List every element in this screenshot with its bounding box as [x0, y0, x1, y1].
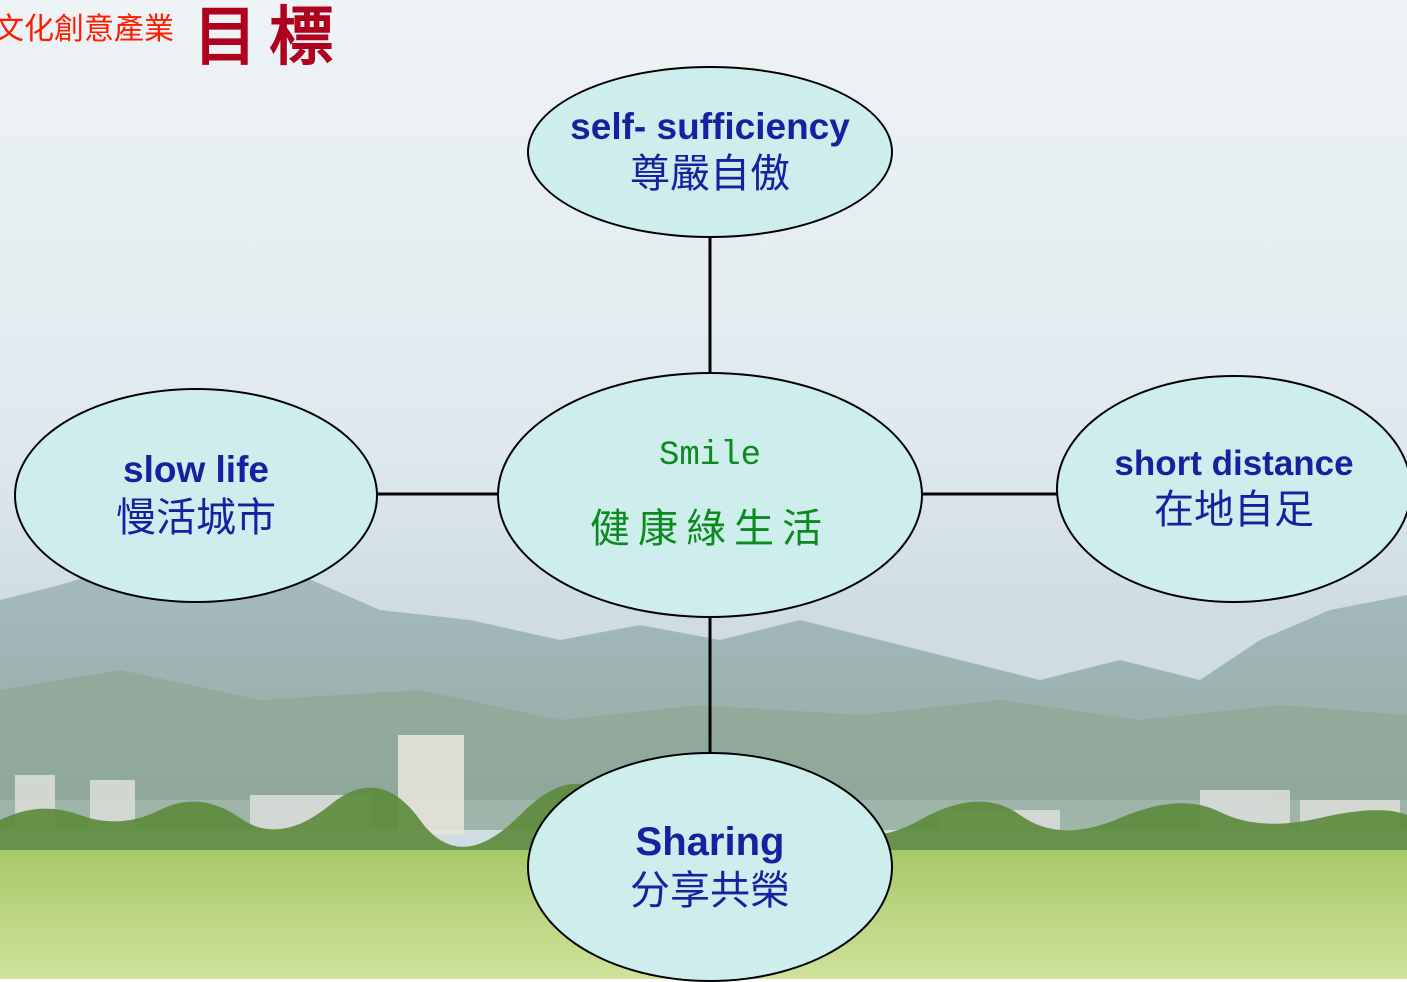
tree-line — [0, 783, 1407, 860]
node-top-label-en: self- sufficiency — [570, 105, 850, 147]
node-top: self- sufficiency 尊嚴自傲 — [527, 66, 893, 238]
mountain-foothills — [0, 670, 1407, 830]
title-prefix: 文化創意產業 — [0, 12, 174, 47]
node-bottom: Sharing 分享共榮 — [527, 752, 893, 982]
node-right-label-en: short distance — [1114, 444, 1354, 483]
node-bottom-label-zh: 分享共榮 — [630, 868, 790, 914]
node-center-label-en: Smile — [658, 436, 762, 475]
node-left-label-en: slow life — [123, 449, 269, 491]
node-center: Smile 健康綠生活 — [497, 372, 923, 618]
page-title: 文化創意產業 目標 — [0, 0, 345, 78]
node-center-label-zh: 健康綠生活 — [590, 506, 830, 553]
node-left: slow life 慢活城市 — [14, 388, 378, 603]
node-top-label-zh: 尊嚴自傲 — [630, 151, 790, 198]
node-right-label-zh: 在地自足 — [1154, 487, 1314, 533]
node-left-label-zh: 慢活城市 — [116, 494, 276, 541]
title-main: 目標 — [193, 1, 346, 75]
node-right: short distance 在地自足 — [1056, 375, 1407, 603]
node-bottom-label-en: Sharing — [635, 820, 785, 864]
